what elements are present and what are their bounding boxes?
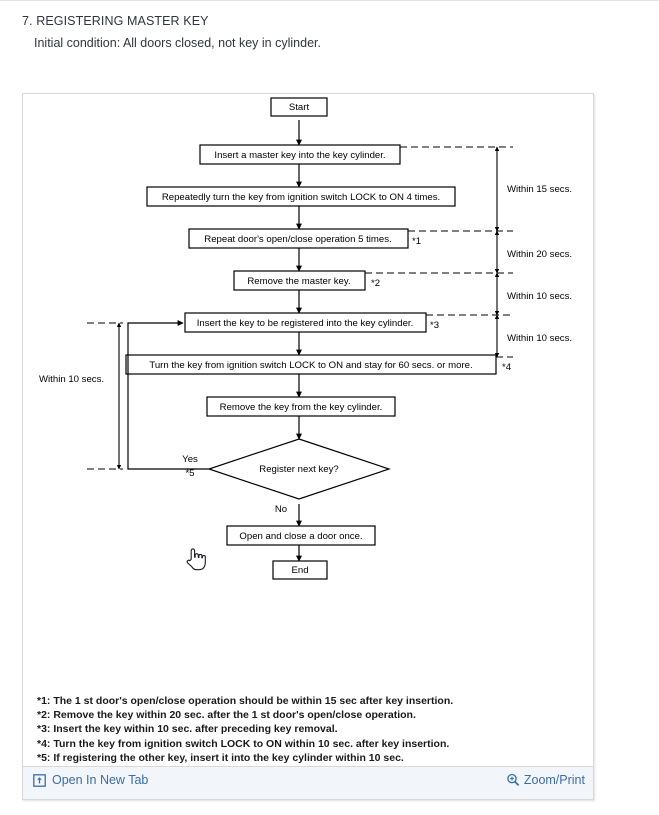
magnifier-plus-icon — [506, 773, 520, 787]
zoom-print-label: Zoom/Print — [523, 773, 585, 787]
node-turn-key-60-secs: Turn the key from ignition switch LOCK t… — [125, 354, 512, 375]
open-in-new-tab-button[interactable]: Open In New Tab — [33, 773, 148, 787]
flowchart-diagram: Start Insert a master key into the key c… — [23, 94, 593, 766]
node-door-open-close-5: Repeat door's open/close operation 5 tim… — [188, 228, 421, 249]
zoom-print-button[interactable]: Zoom/Print — [506, 773, 585, 787]
dimension-label-within-10-secs-a: Within 10 secs. — [507, 291, 572, 302]
node-end-label: End — [291, 565, 308, 576]
note-ref-2: *2 — [371, 278, 380, 289]
edge-yes — [127, 320, 209, 470]
node-insert-key-to-register: Insert the key to be registered into the… — [184, 312, 439, 333]
node-end: End — [272, 560, 328, 580]
dimension-label-within-20-secs: Within 20 secs. — [507, 249, 572, 260]
node-open-close-door-once: Open and close a door once. — [226, 525, 376, 546]
page-title: 7. REGISTERING MASTER KEY — [22, 14, 209, 28]
top-divider — [0, 0, 659, 1]
node-start-label: Start — [289, 102, 310, 113]
footnote-2: *2: Remove the key within 20 sec. after … — [37, 709, 416, 722]
dimension-label-within-15-secs: Within 15 secs. — [507, 184, 572, 195]
node-remove-key-from-cylinder-label: Remove the key from the key cylinder. — [220, 402, 383, 413]
node-turn-key-4-times-label: Repeatedly turn the key from ignition sw… — [162, 192, 440, 203]
node-open-close-door-once-label: Open and close a door once. — [239, 531, 362, 542]
footnote-5: *5: If registering the other key, insert… — [37, 751, 404, 764]
node-insert-master-key: Insert a master key into the key cylinde… — [199, 144, 401, 165]
dimension-label-left-within-10-secs: Within 10 secs. — [39, 374, 104, 385]
note-ref-3: *3 — [430, 320, 439, 331]
document-viewer-frame: Start Insert a master key into the key c… — [22, 93, 594, 800]
node-start: Start — [270, 97, 328, 117]
viewer-toolbar: Open In New Tab Zoom/Print — [23, 766, 593, 799]
note-ref-1: *1 — [412, 236, 421, 247]
initial-condition-text: Initial condition: All doors closed, not… — [34, 36, 321, 50]
node-turn-key-60-secs-label: Turn the key from ignition switch LOCK t… — [149, 360, 472, 371]
node-remove-key-from-cylinder: Remove the key from the key cylinder. — [206, 396, 396, 417]
node-insert-key-to-register-label: Insert the key to be registered into the… — [197, 318, 414, 329]
footnote-3: *3: Insert the key within 10 sec. after … — [37, 723, 338, 736]
open-in-new-tab-label: Open In New Tab — [52, 773, 149, 787]
page-heading-block: 7. REGISTERING MASTER KEY Initial condit… — [22, 12, 622, 52]
edge-label-no: No — [275, 504, 287, 515]
node-register-next-key-decision: Register next key? — [207, 438, 391, 500]
open-in-new-tab-icon — [33, 773, 46, 787]
edge-label-yes: Yes — [182, 454, 198, 465]
dimension-label-within-10-secs-b: Within 10 secs. — [507, 333, 572, 344]
note-ref-4: *4 — [502, 362, 512, 373]
node-register-next-key-label: Register next key? — [259, 464, 338, 475]
node-door-open-close-5-label: Repeat door's open/close operation 5 tim… — [204, 234, 391, 245]
footnote-4: *4: Turn the key from ignition switch LO… — [37, 737, 450, 750]
node-remove-master-key: Remove the master key. *2 — [233, 270, 380, 291]
dimension-extension-lines-left — [87, 322, 123, 470]
footnote-1: *1: The 1 st door's open/close operation… — [37, 695, 454, 707]
node-insert-master-key-label: Insert a master key into the key cylinde… — [214, 150, 385, 161]
node-remove-master-key-label: Remove the master key. — [247, 276, 350, 287]
footnotes-block: *1: The 1 st door's open/close operation… — [37, 694, 577, 765]
node-turn-key-4-times: Repeatedly turn the key from ignition sw… — [146, 186, 456, 207]
flowchart-svg: Start Insert a master key into the key c… — [39, 97, 572, 580]
note-ref-5: *5 — [185, 468, 194, 479]
